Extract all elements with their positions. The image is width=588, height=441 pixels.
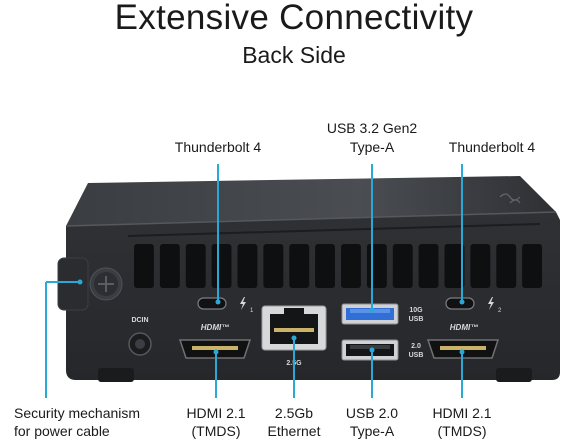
callout-usb20-line1: USB 2.0 (345, 405, 399, 421)
hdmi-port-right (426, 339, 500, 359)
vent-slot (315, 244, 335, 288)
tb1-number: 1 (250, 308, 254, 314)
callout-leaders (45, 164, 463, 398)
vent-slot (418, 244, 439, 288)
vent-slot (470, 244, 491, 288)
usb-20-label: 2.0 (411, 343, 421, 350)
chassis-top (66, 176, 556, 226)
vent-slot (496, 244, 517, 288)
vent-grille (134, 244, 542, 288)
vent-slot (289, 244, 310, 288)
tb2-number: 2 (498, 308, 502, 314)
callout-hdmi-left-line1: HDMI 2.1 (186, 405, 246, 421)
vent-slot (263, 244, 284, 288)
callout-thunderbolt-left: Thunderbolt 4 (174, 139, 262, 155)
usb-10g-sub-label: USB (409, 316, 424, 323)
vent-slot (237, 244, 258, 288)
callout-hdmi-left-line2: (TMDS) (191, 423, 241, 439)
usb-10g-label: 10G (409, 307, 423, 314)
callout-security-line1: Security mechanism (14, 405, 141, 421)
page-subtitle: Back Side (242, 42, 346, 68)
hdmi-right-logo: HDMI™ (450, 323, 478, 332)
vent-slot (159, 244, 180, 288)
usb-20-sub-label: USB (409, 352, 424, 359)
security-bracket (57, 257, 123, 311)
callout-usb20-line2: Type-A (349, 423, 395, 439)
foot-right (496, 368, 532, 382)
vent-slot (444, 244, 465, 288)
hdmi-port-left (178, 339, 252, 359)
page-title: Extensive Connectivity (114, 0, 474, 37)
foot-left (98, 368, 134, 382)
hdmi-left-logo: HDMI™ (201, 323, 229, 332)
callout-ethernet-line2: Ethernet (267, 423, 321, 439)
vent-slot (522, 244, 542, 288)
vent-slot (211, 244, 232, 288)
vent-slot (134, 244, 154, 288)
dcin-label: DCIN (131, 317, 148, 324)
vent-slot (392, 244, 413, 288)
vent-slot (341, 244, 361, 288)
callout-ethernet-line1: 2.5Gb (274, 405, 314, 421)
dc-in-port (128, 332, 152, 356)
callout-thunderbolt-right: Thunderbolt 4 (448, 139, 536, 155)
usb-3-2-port (341, 303, 399, 325)
brand-logo-mark (499, 193, 521, 204)
callout-hdmi-right-line1: HDMI 2.1 (432, 405, 492, 421)
vent-slot (185, 244, 206, 288)
callout-usb32-line2: Type-A (349, 139, 395, 155)
callout-dots (77, 279, 465, 355)
vent-slot (366, 244, 387, 288)
callout-hdmi-right-line2: (TMDS) (437, 423, 487, 439)
callout-usb32-line1: USB 3.2 Gen2 (326, 120, 418, 136)
callout-security-line2: for power cable (14, 423, 110, 439)
